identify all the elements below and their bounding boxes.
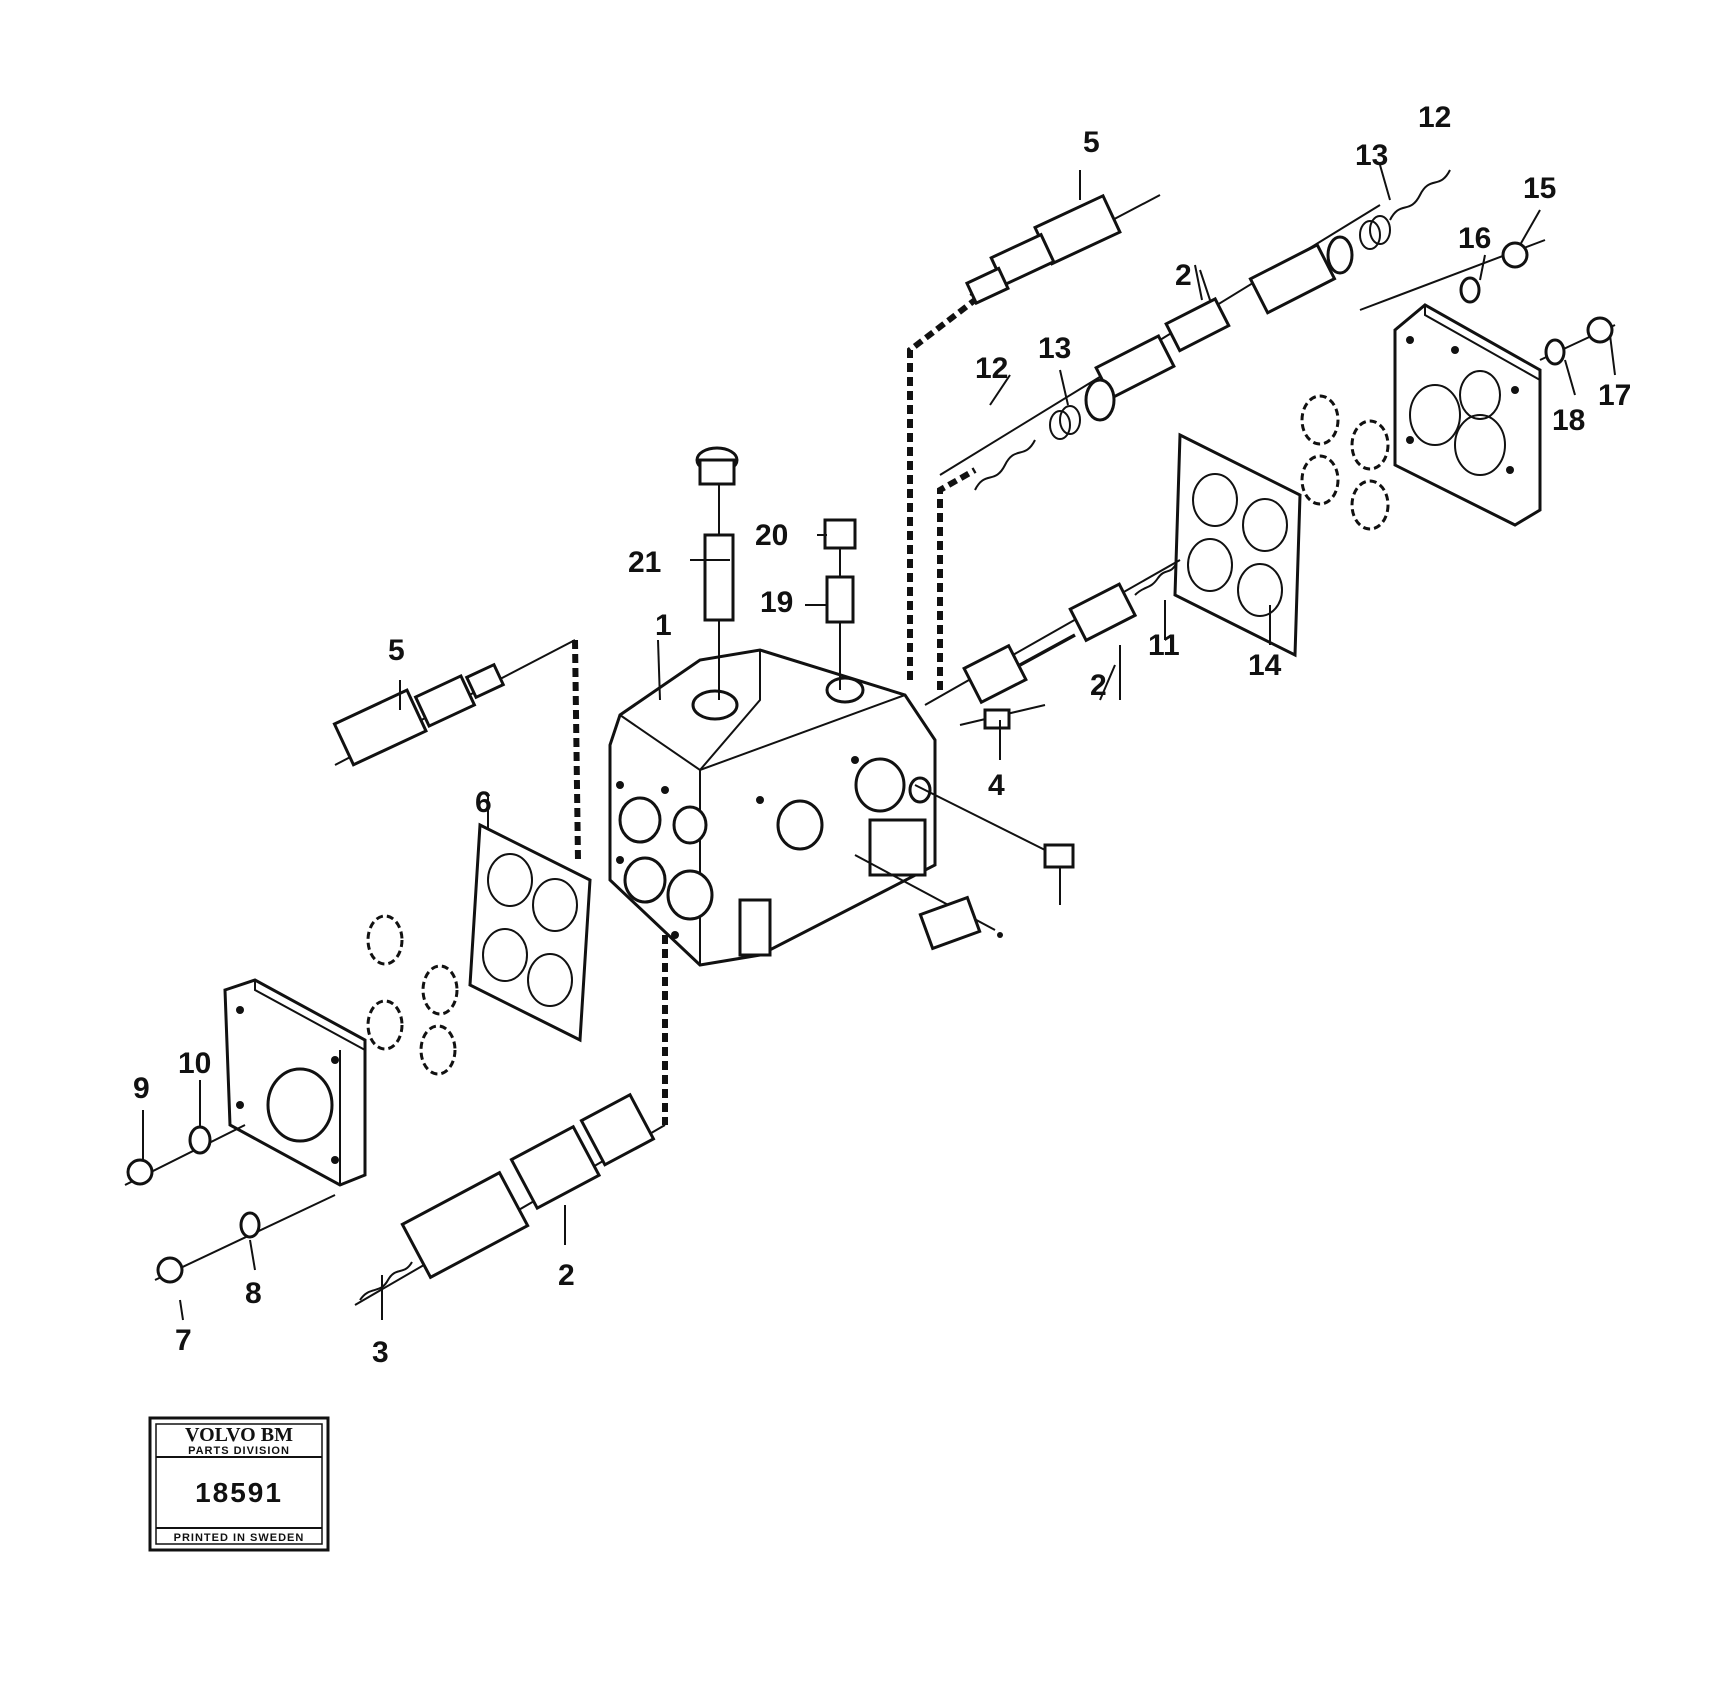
callout-2-top: 2 — [1175, 259, 1192, 292]
right-orings — [1300, 394, 1390, 531]
plug-19 — [825, 548, 855, 690]
plug-21 — [695, 446, 739, 700]
left-end-cover — [223, 978, 367, 1187]
stamp-brand: VOLVO BM — [185, 1424, 293, 1446]
leader-lines — [142, 164, 1616, 1321]
side-plug — [914, 784, 1075, 905]
callout-3: 3 — [372, 1336, 389, 1369]
callout-13-mid: 13 — [1038, 332, 1071, 365]
callout-11: 11 — [1148, 629, 1180, 662]
stamp-printed: PRINTED IN SWEDEN — [174, 1532, 305, 1544]
spool-2-top — [939, 204, 1381, 476]
callout-10: 10 — [178, 1047, 211, 1080]
volvo-bm-stamp: VOLVO BM PARTS DIVISION 18591 PRINTED IN… — [148, 1416, 330, 1552]
springs-top — [974, 169, 1451, 491]
spool-2-right — [924, 559, 1181, 706]
stamp-division: PARTS DIVISION — [188, 1445, 290, 1457]
plug-4 — [959, 704, 1046, 730]
nameplate — [854, 854, 1003, 951]
callout-17: 17 — [1598, 379, 1631, 412]
bolt-7-washer-8 — [154, 1194, 336, 1284]
callout-13-top: 13 — [1355, 139, 1388, 172]
left-gasket-6 — [468, 822, 592, 1043]
callout-labels: 1 2 2 2 3 4 5 5 6 7 8 9 10 11 12 12 13 1… — [133, 101, 1631, 1369]
bolt-15-washer-16 — [1359, 239, 1546, 311]
callout-2-bottom: 2 — [558, 1259, 575, 1292]
callout-9: 9 — [133, 1072, 150, 1105]
right-end-cover — [1393, 303, 1542, 527]
callout-15: 15 — [1523, 172, 1556, 205]
callout-20: 20 — [755, 519, 788, 552]
spool-5-left — [332, 639, 576, 767]
callout-2-right: 2 — [1090, 669, 1107, 702]
callout-19: 19 — [760, 586, 793, 619]
right-gasket-14 — [1173, 432, 1302, 658]
spool-5-top — [964, 193, 1161, 306]
callout-5-top: 5 — [1083, 126, 1100, 159]
callout-5-left: 5 — [388, 634, 405, 667]
assembly-paths — [572, 297, 977, 1125]
callout-14: 14 — [1248, 649, 1282, 682]
callout-6: 6 — [475, 786, 492, 819]
left-orings — [366, 914, 459, 1076]
callout-1: 1 — [655, 609, 672, 642]
plug-20 — [823, 518, 857, 550]
spool-2-bottom — [354, 1092, 666, 1306]
bolt-9-washer-10 — [124, 1124, 246, 1186]
callout-8: 8 — [245, 1277, 262, 1310]
stamp-number: 18591 — [195, 1477, 283, 1508]
callout-16: 16 — [1458, 222, 1491, 255]
callout-4: 4 — [988, 769, 1005, 802]
callout-12-top: 12 — [1418, 101, 1451, 134]
callout-21: 21 — [628, 546, 661, 579]
valve-body — [608, 648, 937, 967]
callout-18: 18 — [1552, 404, 1585, 437]
bolt-17-washer-18 — [1539, 316, 1616, 366]
callout-12-mid: 12 — [975, 352, 1008, 385]
callout-7: 7 — [175, 1324, 192, 1357]
